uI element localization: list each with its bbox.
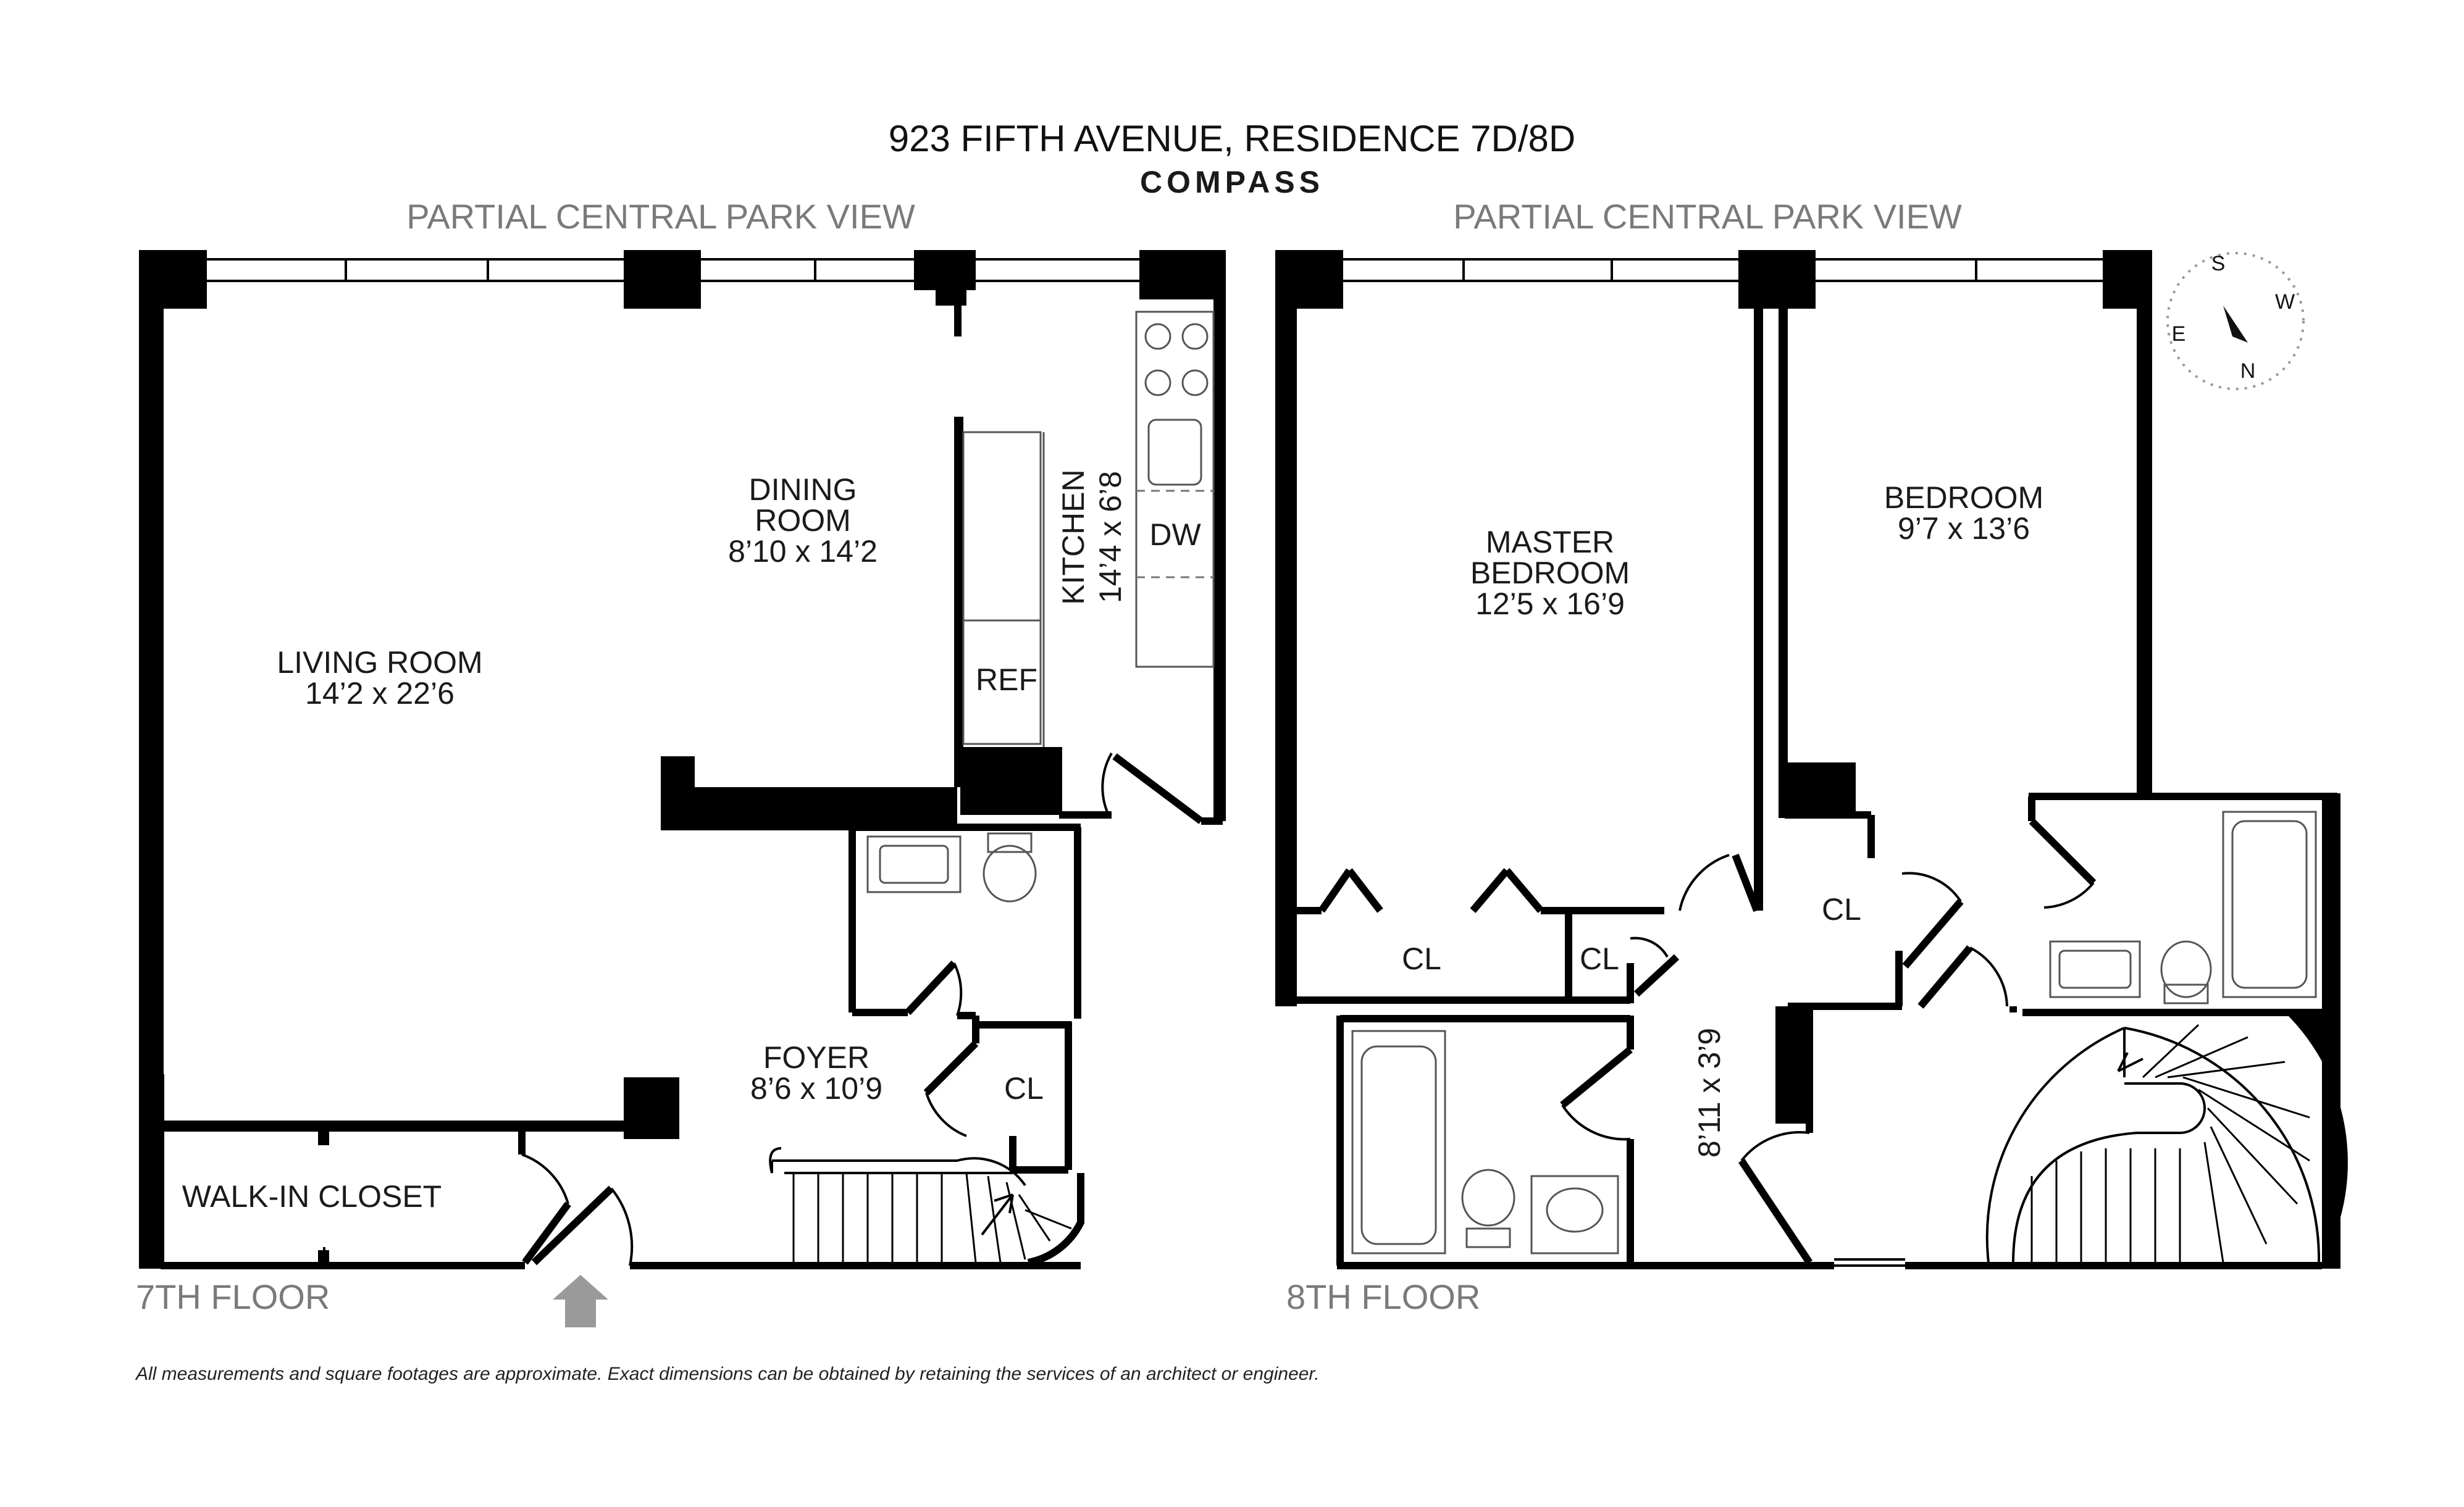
- hall-dims: 8’11 x 3’9: [1692, 1028, 1727, 1158]
- page-title: 923 FIFTH AVENUE, RESIDENCE 7D/8D: [889, 118, 1576, 159]
- disclaimer: All measurements and square footages are…: [135, 1364, 1320, 1384]
- bedroom-label: BEDROOM: [1884, 480, 2043, 515]
- small-closet-label: CL: [1580, 941, 1619, 976]
- foyer-dims: 8’6 x 10’9: [750, 1071, 882, 1106]
- bedroom-sink-icon: [2058, 950, 2132, 989]
- dining-room-label: DINING: [749, 472, 857, 507]
- dishwasher-label: DW: [1149, 517, 1201, 552]
- floor8-stairs: [1809, 1012, 2348, 1269]
- master-bedroom-dims: 12’5 x 16’9: [1475, 587, 1625, 621]
- bedroom-dims: 9’7 x 13’6: [1898, 511, 2030, 546]
- entry-arrow-icon: [553, 1275, 608, 1327]
- toilet-icon: [983, 845, 1037, 903]
- compass-east: E: [2172, 322, 2186, 346]
- walk-in-closet-label: WALK-IN CLOSET: [182, 1179, 442, 1214]
- kitchen-dims: 14’4 x 6’8: [1093, 471, 1128, 603]
- master-closet-label: CL: [1402, 941, 1441, 976]
- powder-sink-icon: [879, 845, 949, 884]
- master-toilet-icon: [1461, 1169, 1515, 1227]
- compass-south: S: [2211, 252, 2226, 275]
- master-sink-icon: [1546, 1187, 1604, 1233]
- floor8-window-wall: [1340, 258, 2106, 282]
- floor8-label: 8TH FLOOR: [1286, 1277, 1480, 1316]
- living-room-dims: 14’2 x 22’6: [305, 676, 455, 711]
- floor7-plan: LIVING ROOM 14’2 x 22’6 DINING ROOM 8’10…: [136, 250, 1226, 1327]
- refrigerator-label: REF: [976, 662, 1037, 697]
- floor7-view-label: PARTIAL CENTRAL PARK VIEW: [406, 197, 915, 236]
- dining-room-dims: 8’10 x 14’2: [728, 534, 878, 569]
- compass-icon: S W E N: [2166, 252, 2305, 390]
- bedroom-closet-label: CL: [1822, 892, 1861, 927]
- bedroom-bathtub-icon: [2231, 820, 2308, 989]
- living-room-label: LIVING ROOM: [277, 645, 482, 680]
- kitchen-sink-icon: [1147, 419, 1202, 486]
- dining-room-label-2: ROOM: [755, 503, 851, 538]
- kitchen-label: KITCHEN: [1056, 469, 1091, 604]
- stove-icon: [1144, 323, 1209, 396]
- compass-west: W: [2275, 290, 2295, 314]
- bedroom-toilet-icon: [2160, 940, 2212, 998]
- foyer-closet-label: CL: [1004, 1071, 1044, 1106]
- floor8-view-label: PARTIAL CENTRAL PARK VIEW: [1453, 197, 1962, 236]
- floor8-plan: MASTER BEDROOM 12’5 x 16’9 BEDROOM 9’7 x…: [1275, 250, 2348, 1316]
- master-bedroom-label: MASTER: [1486, 525, 1614, 559]
- master-bedroom-label-2: BEDROOM: [1470, 556, 1630, 590]
- foyer-label: FOYER: [763, 1040, 870, 1075]
- floor7-label: 7TH FLOOR: [136, 1277, 330, 1316]
- floor7-stairs: [769, 1147, 1084, 1266]
- master-bathtub-icon: [1360, 1045, 1437, 1245]
- brand-logo: COMPASS: [1140, 165, 1324, 199]
- compass-north: N: [2240, 359, 2256, 383]
